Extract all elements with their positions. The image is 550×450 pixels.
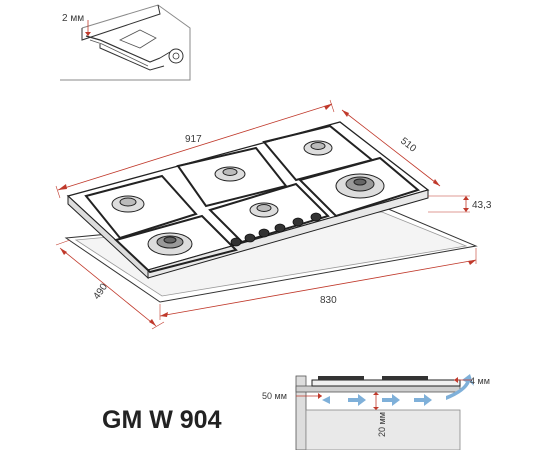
gas-hob: 917 510 43,3 <box>55 99 492 280</box>
bottom-gap-label: 20 мм <box>377 412 387 437</box>
pan-supports <box>84 124 421 274</box>
control-knobs <box>230 212 322 247</box>
model-name: GM W 904 <box>102 406 222 434</box>
airflow-arrows <box>322 374 474 406</box>
cutout-width-label: 830 <box>320 295 337 306</box>
installation-section-detail: 50 мм 20 мм 4 мм <box>262 374 490 450</box>
top-gap-label: 4 мм <box>470 376 490 386</box>
hob-width-label: 917 <box>185 134 202 145</box>
hob-height-label: 43,3 <box>472 200 492 211</box>
edge-seal-detail: 2 мм <box>60 4 191 81</box>
cutout-depth-label: 490 <box>91 281 110 301</box>
side-gap-label: 50 мм <box>262 391 287 401</box>
hob-depth-label: 510 <box>398 136 418 155</box>
seal-gap-label: 2 мм <box>62 13 84 24</box>
burners <box>111 140 385 256</box>
